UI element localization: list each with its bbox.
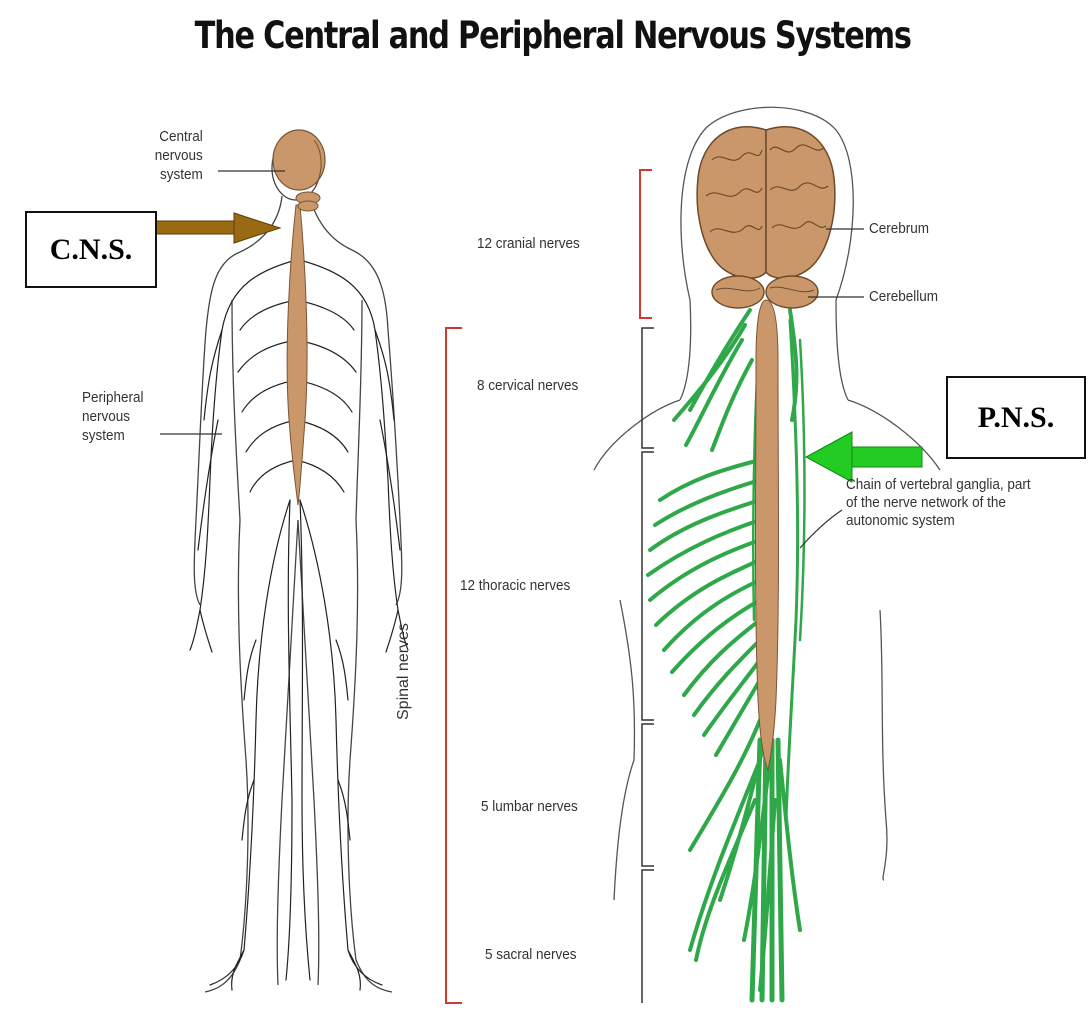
- cerebrum-label: Cerebrum: [869, 219, 929, 238]
- cns-label-line: Central: [129, 127, 203, 146]
- cns-label-line: system: [129, 165, 203, 184]
- chain-label-line: autonomic system: [846, 512, 1031, 530]
- cerebellum-label: Cerebellum: [869, 287, 938, 306]
- cns-callout-box: C.N.S.: [25, 211, 157, 288]
- pns-label-line: system: [82, 426, 144, 445]
- pns-label: Peripheral nervous system: [82, 388, 144, 445]
- nerve-group-label: 8 cervical nerves: [477, 376, 578, 395]
- right-brain: [697, 127, 835, 308]
- nerve-group-label: 12 thoracic nerves: [460, 576, 570, 595]
- segment-brackets: [642, 328, 654, 1003]
- pns-arrow: [806, 432, 922, 482]
- nerve-group-label: 12 cranial nerves: [477, 234, 580, 253]
- pns-label-line: Peripheral: [82, 388, 144, 407]
- nerve-group-label: 5 lumbar nerves: [481, 797, 578, 816]
- cns-label-line: nervous: [129, 146, 203, 165]
- chain-label-line: of the nerve network of the: [846, 494, 1031, 512]
- left-cns: [273, 130, 325, 505]
- nerve-group-label: 5 sacral nerves: [485, 945, 577, 964]
- chain-label-line: Chain of vertebral ganglia, part: [846, 476, 1031, 494]
- chain-ganglia-label: Chain of vertebral ganglia, part of the …: [846, 476, 1031, 530]
- cns-label: Central nervous system: [129, 127, 203, 184]
- spinal-nerves-label: Spinal nerves: [395, 623, 413, 720]
- right-green-nerves: [648, 310, 805, 1000]
- pns-label-line: nervous: [82, 407, 144, 426]
- left-brain: [273, 130, 325, 190]
- left-spinal-cord: [287, 205, 307, 505]
- pns-callout-box: P.N.S.: [946, 376, 1086, 459]
- right-spinal-cord: [756, 300, 779, 770]
